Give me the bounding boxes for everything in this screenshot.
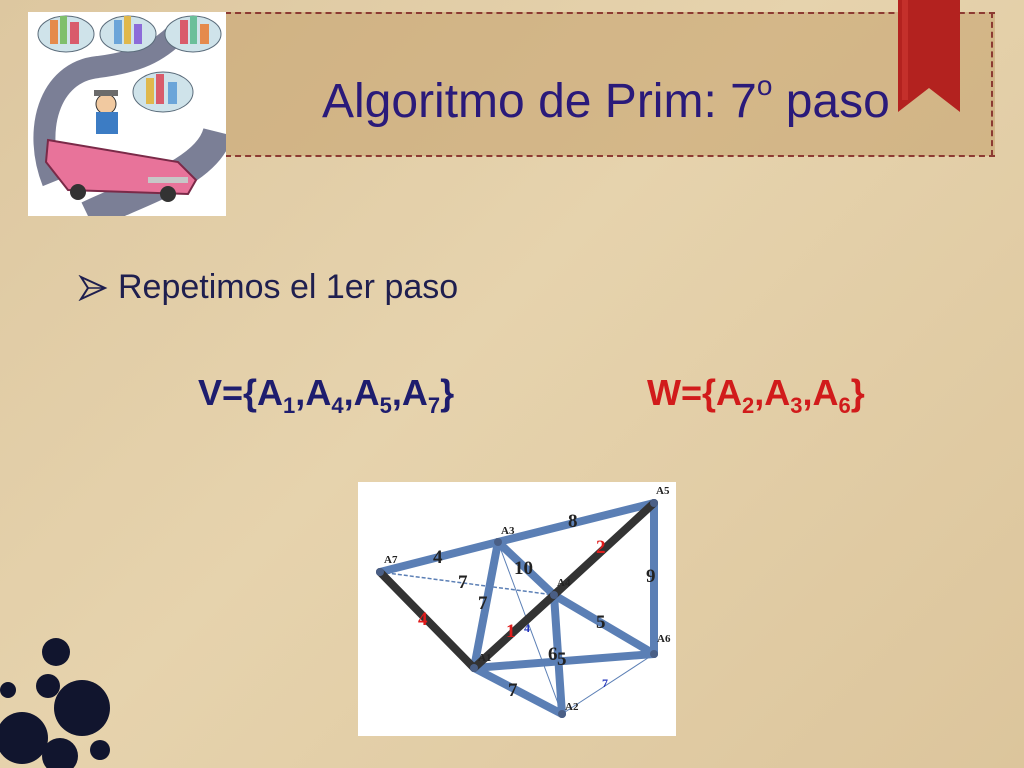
edge-a4-a6 [550,591,658,658]
selected-edge-a1-a4 [470,591,558,672]
node-label: A3 [501,525,515,537]
edge-a1-a3 [470,538,502,672]
node-label: A6 [657,633,671,645]
edge-a2-a4 [550,591,566,718]
bullet-text: Repetimos el 1er paso [118,268,459,306]
edge-a7-a3 [376,538,502,576]
title-rest: paso [772,75,890,128]
set-w-item: A2 [716,372,754,418]
set-v-item: A4 [305,372,343,418]
bullet-item: Repetimos el 1er paso [78,268,458,307]
node-dot [550,591,558,599]
selected-edge-a4-a5 [550,499,658,599]
node-label: A5 [656,485,670,497]
set-w-item-base: A [716,372,743,413]
title-band [225,12,995,156]
set-w-item-sub: 2 [742,393,755,418]
set-v-prefix: V={ [198,372,258,413]
page-title: Algoritmo de Prim: 7o paso [322,70,890,129]
edge-weight: 5 [596,612,606,633]
edge-weight: 7 [478,593,488,614]
node-dot [470,664,478,672]
edge-weight: 9 [646,566,656,587]
edge-weight-selected: 2 [596,537,606,558]
edge-a3-a2-thin [497,541,563,715]
edge-a3-a5 [494,499,658,546]
set-v-item-base: A [305,372,332,413]
car-road-clipart-icon [28,12,226,216]
set-v: V={A1,A4,A5,A7} [198,372,455,418]
node-dot [650,499,658,507]
node-dot [650,650,658,658]
edge-weight: 7 [458,572,468,593]
set-w-prefix: W={ [647,372,717,413]
set-v-item-sub: 7 [427,393,441,418]
edge-weight-thin: 7 [602,676,608,690]
set-w-item-base: A [812,372,839,413]
set-w-item: A3 [764,372,802,418]
edge-weight-thin: 4 [524,621,530,635]
edge-a1-a6 [470,650,658,672]
edge-weight: 5 [557,649,567,670]
edge-weight: 6 [548,644,558,665]
set-v-item-base: A [257,372,284,413]
edge-weight: 4 [433,547,443,568]
set-v-item-sub: 1 [283,393,296,418]
node-label: A7 [384,554,398,566]
set-v-item-base: A [353,372,380,413]
set-w-item-sub: 3 [790,393,803,418]
node-dot [376,568,384,576]
graph-diagram: A7 A3 A5 A4 A1 A6 A2 4 8 2 9 7 7 10 4 1 … [358,482,676,736]
edge-weight: 10 [514,558,533,579]
edge-a2-a6-thin [561,653,655,715]
node-label: A2 [565,701,579,713]
set-w-item-sub: 6 [838,393,851,418]
edge-weight: 7 [508,680,518,701]
node-label: A1 [478,652,491,664]
set-v-item: A1 [257,372,295,418]
title-border-top [225,12,995,14]
set-v-item: A5 [353,372,392,418]
bookmark-ribbon-icon [898,0,960,112]
node-label: A4 [557,577,571,589]
title-border-bottom [225,155,995,157]
set-w: W={A2,A3,A6} [647,372,865,418]
set-w-item: A6 [812,372,851,418]
set-w-suffix: } [850,372,865,413]
set-v-item-base: A [401,372,428,413]
edge-a1-a2 [470,664,566,718]
ink-blob-decoration-icon [0,638,110,768]
title-superscript: o [756,70,773,101]
title-border-right [991,12,993,156]
set-w-item-base: A [764,372,791,413]
set-v-suffix: } [440,372,455,413]
edge-weight-selected: 1 [506,621,516,642]
set-v-item-sub: 4 [331,393,344,418]
selected-edge-a7-a1 [376,568,478,672]
node-dot [494,538,502,546]
title-main: Algoritmo de Prim: 7 [322,75,757,128]
set-v-item-sub: 5 [379,393,392,418]
node-dot [558,710,566,718]
arrow-bullet-icon [78,274,108,301]
edge-a7-a4 [379,571,555,596]
set-v-item: A7 [401,372,440,418]
edge-weight: 8 [568,511,578,532]
edge-weight-selected: 4 [418,609,428,630]
edge-a3-a4 [494,538,558,599]
